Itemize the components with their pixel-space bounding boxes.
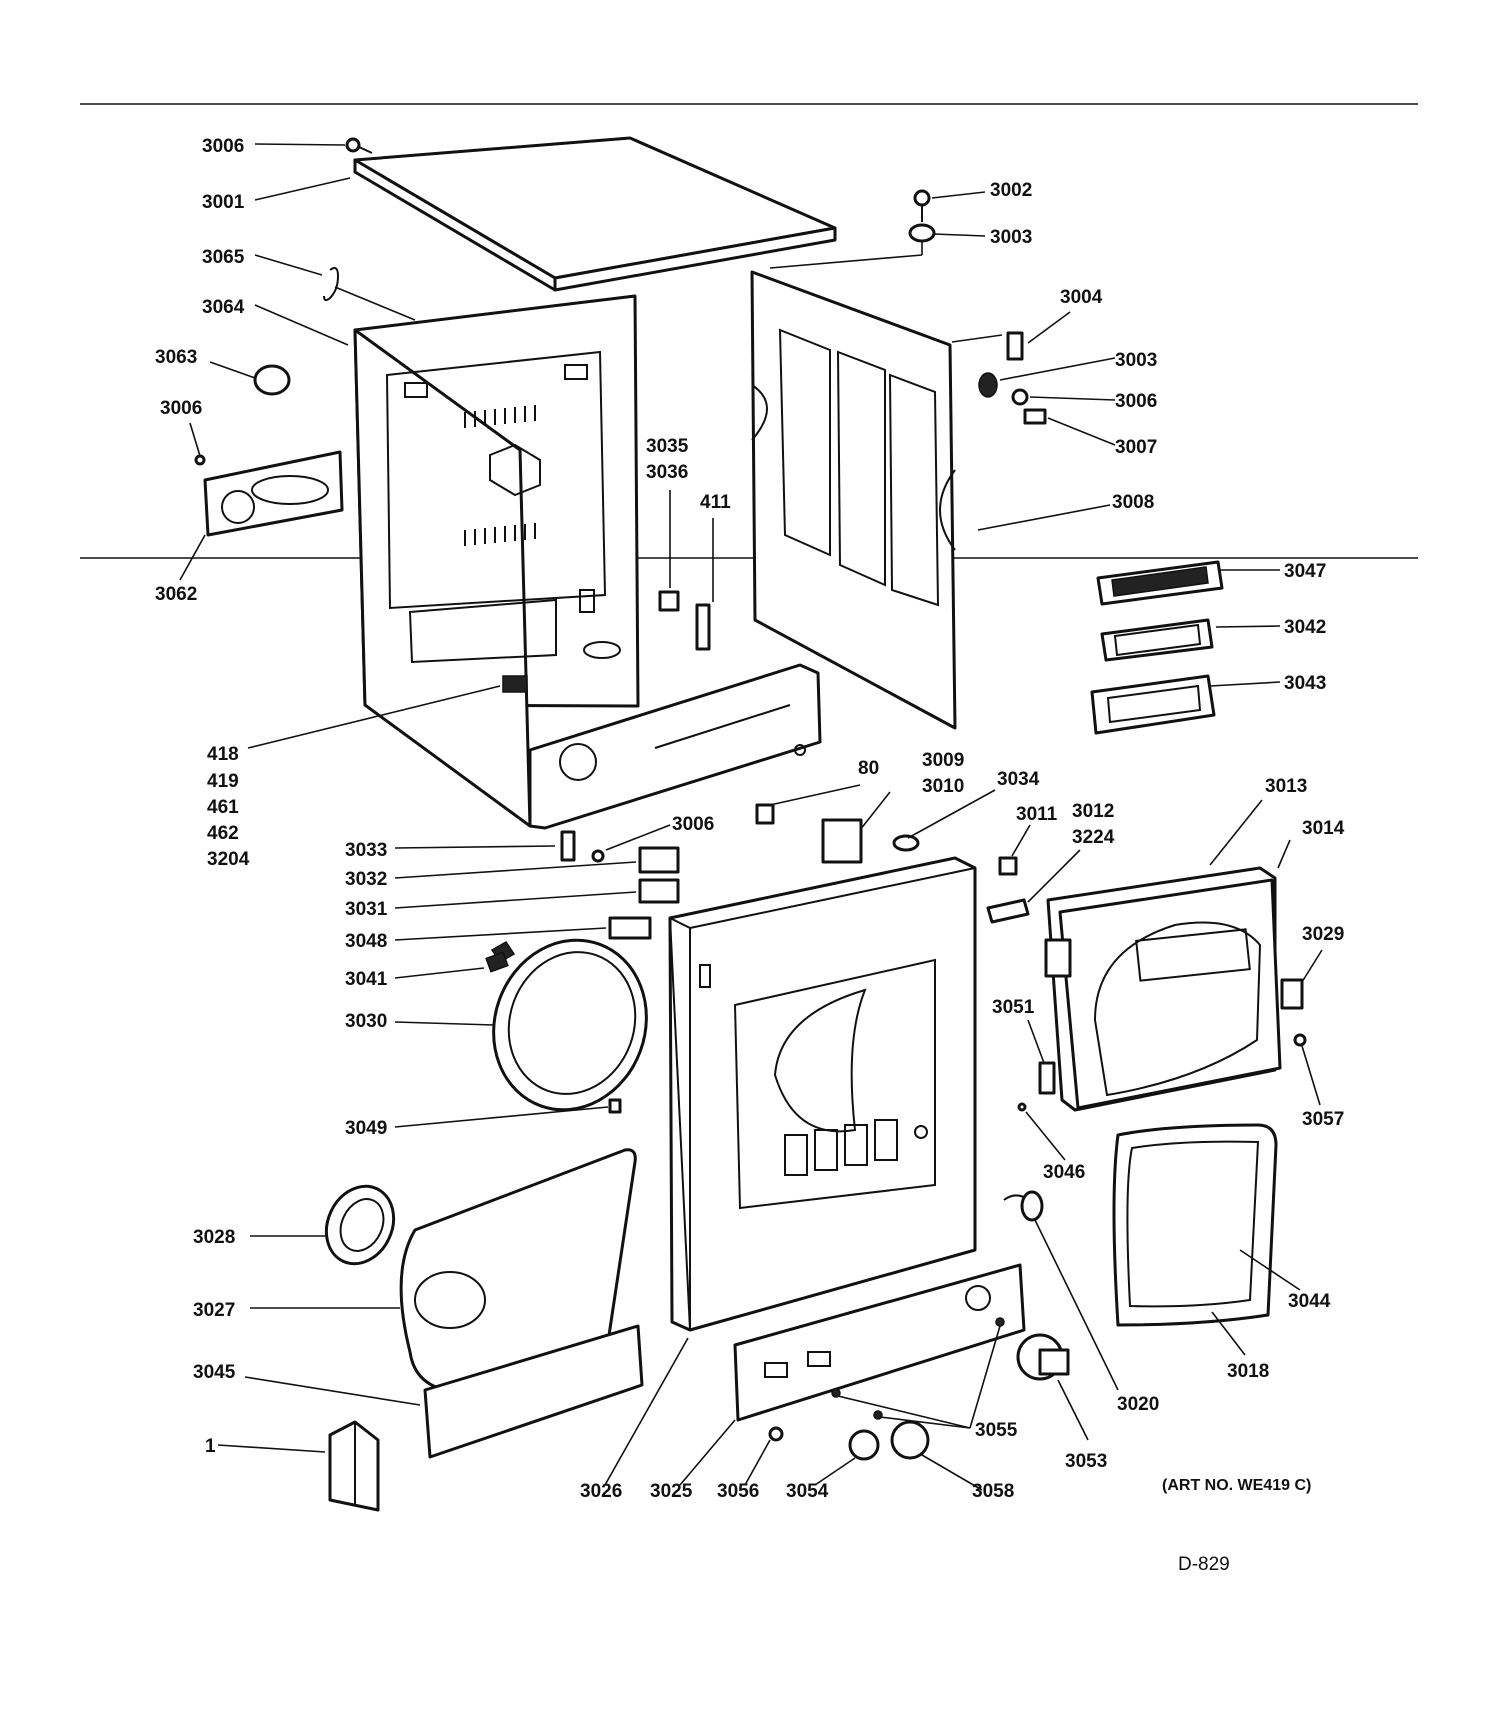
callout-3029: 3029 xyxy=(1302,924,1344,945)
lamp-drawing xyxy=(1003,1190,1044,1222)
callout-3027: 3027 xyxy=(193,1300,235,1321)
callout-3003b: 3003 xyxy=(1115,350,1157,371)
callout-461: 461 xyxy=(207,797,239,818)
callout-3048: 3048 xyxy=(345,931,387,952)
callout-3007: 3007 xyxy=(1115,437,1157,458)
grille-drawing xyxy=(253,364,291,396)
callout-3018: 3018 xyxy=(1227,1361,1269,1382)
callout-3012: 3012 xyxy=(1072,801,1114,822)
connector-drawing xyxy=(658,590,680,612)
callout-3008: 3008 xyxy=(1112,492,1154,513)
callout-411: 411 xyxy=(700,492,731,513)
callout-3051: 3051 xyxy=(992,997,1035,1018)
control-panel-drawing xyxy=(733,1263,1026,1422)
vent-grille-drawing xyxy=(1090,560,1224,735)
art-number-note: (ART NO. WE419 C) xyxy=(1162,1477,1311,1494)
callout-3006a: 3006 xyxy=(202,136,244,157)
cabinet-side-drawing xyxy=(750,270,957,730)
filter-cover-drawing xyxy=(423,1324,644,1459)
callout-80: 80 xyxy=(858,758,879,779)
callout-3056: 3056 xyxy=(717,1481,759,1502)
callout-3034: 3034 xyxy=(997,769,1040,790)
callout-3001: 3001 xyxy=(202,192,245,213)
callout-3003a: 3003 xyxy=(990,227,1032,248)
service-panel-drawing xyxy=(194,450,344,537)
callout-3062: 3062 xyxy=(155,584,197,605)
callout-419: 419 xyxy=(207,771,239,792)
callout-3028: 3028 xyxy=(193,1227,235,1248)
thermal-fuse-drawing xyxy=(695,603,711,651)
callout-3053: 3053 xyxy=(1065,1451,1107,1472)
callout-3045: 3045 xyxy=(193,1362,236,1383)
callout-3032: 3032 xyxy=(345,869,387,890)
callout-418: 418 xyxy=(207,744,239,765)
callout-3204: 3204 xyxy=(207,849,250,870)
side-hardware-drawing xyxy=(951,331,1047,425)
callout-3025: 3025 xyxy=(650,1481,693,1502)
callout-leaders xyxy=(179,143,1323,1491)
callout-3006b: 3006 xyxy=(160,398,202,419)
owners-manual-drawing xyxy=(328,1420,380,1512)
callout-3042: 3042 xyxy=(1284,617,1326,638)
callout-3006d: 3006 xyxy=(672,814,714,835)
callout-3020: 3020 xyxy=(1117,1394,1159,1415)
door-drawing xyxy=(1017,866,1307,1112)
callout-3043: 3043 xyxy=(1284,673,1326,694)
callout-3065: 3065 xyxy=(202,247,245,268)
door-gasket-drawing xyxy=(1112,1123,1278,1327)
callout-3063: 3063 xyxy=(155,347,197,368)
front-panel-drawing xyxy=(668,856,977,1332)
callout-3054: 3054 xyxy=(786,1481,829,1502)
callout-3006c: 3006 xyxy=(1115,391,1157,412)
callout-3224: 3224 xyxy=(1072,827,1115,848)
callout-3036: 3036 xyxy=(646,462,688,483)
callout-3031: 3031 xyxy=(345,899,388,920)
top-cover-drawing xyxy=(353,136,837,292)
seal-ring-drawing xyxy=(485,938,648,1114)
timer-hardware-drawing xyxy=(755,803,1030,924)
callout-3058: 3058 xyxy=(972,1481,1014,1502)
callout-3049: 3049 xyxy=(345,1118,387,1139)
callout-3010: 3010 xyxy=(922,776,964,797)
callout-3030: 3030 xyxy=(345,1011,387,1032)
callout-3035: 3035 xyxy=(646,436,689,457)
callout-3002: 3002 xyxy=(990,180,1032,201)
callout-3011: 3011 xyxy=(1016,804,1058,825)
callout-3004: 3004 xyxy=(1060,287,1103,308)
cabinet-back-drawing xyxy=(353,294,822,830)
callout-1: 1 xyxy=(205,1436,216,1457)
callout-3055: 3055 xyxy=(975,1420,1018,1441)
callout-3041: 3041 xyxy=(345,969,388,990)
callout-3026: 3026 xyxy=(580,1481,622,1502)
leveling-leg-drawing xyxy=(908,189,936,243)
callout-3046: 3046 xyxy=(1043,1162,1085,1183)
callout-3009: 3009 xyxy=(922,750,964,771)
callout-3033: 3033 xyxy=(345,840,387,861)
callout-3064: 3064 xyxy=(202,297,245,318)
terminal-block-drawing xyxy=(502,675,528,693)
callout-3047: 3047 xyxy=(1284,561,1326,582)
callout-3013: 3013 xyxy=(1265,776,1307,797)
control-knobs-drawing xyxy=(768,1317,1070,1461)
drawing-code: D-829 xyxy=(1178,1554,1230,1575)
callout-labels: 3006 3001 3002 3003 3065 3064 3004 3063 … xyxy=(155,136,1345,1575)
callout-3014: 3014 xyxy=(1302,818,1345,839)
callout-3044: 3044 xyxy=(1288,1291,1331,1312)
hook-drawing xyxy=(323,267,340,302)
callout-462: 462 xyxy=(207,823,239,844)
screw-drawing xyxy=(345,137,373,154)
callout-3057: 3057 xyxy=(1302,1109,1344,1130)
